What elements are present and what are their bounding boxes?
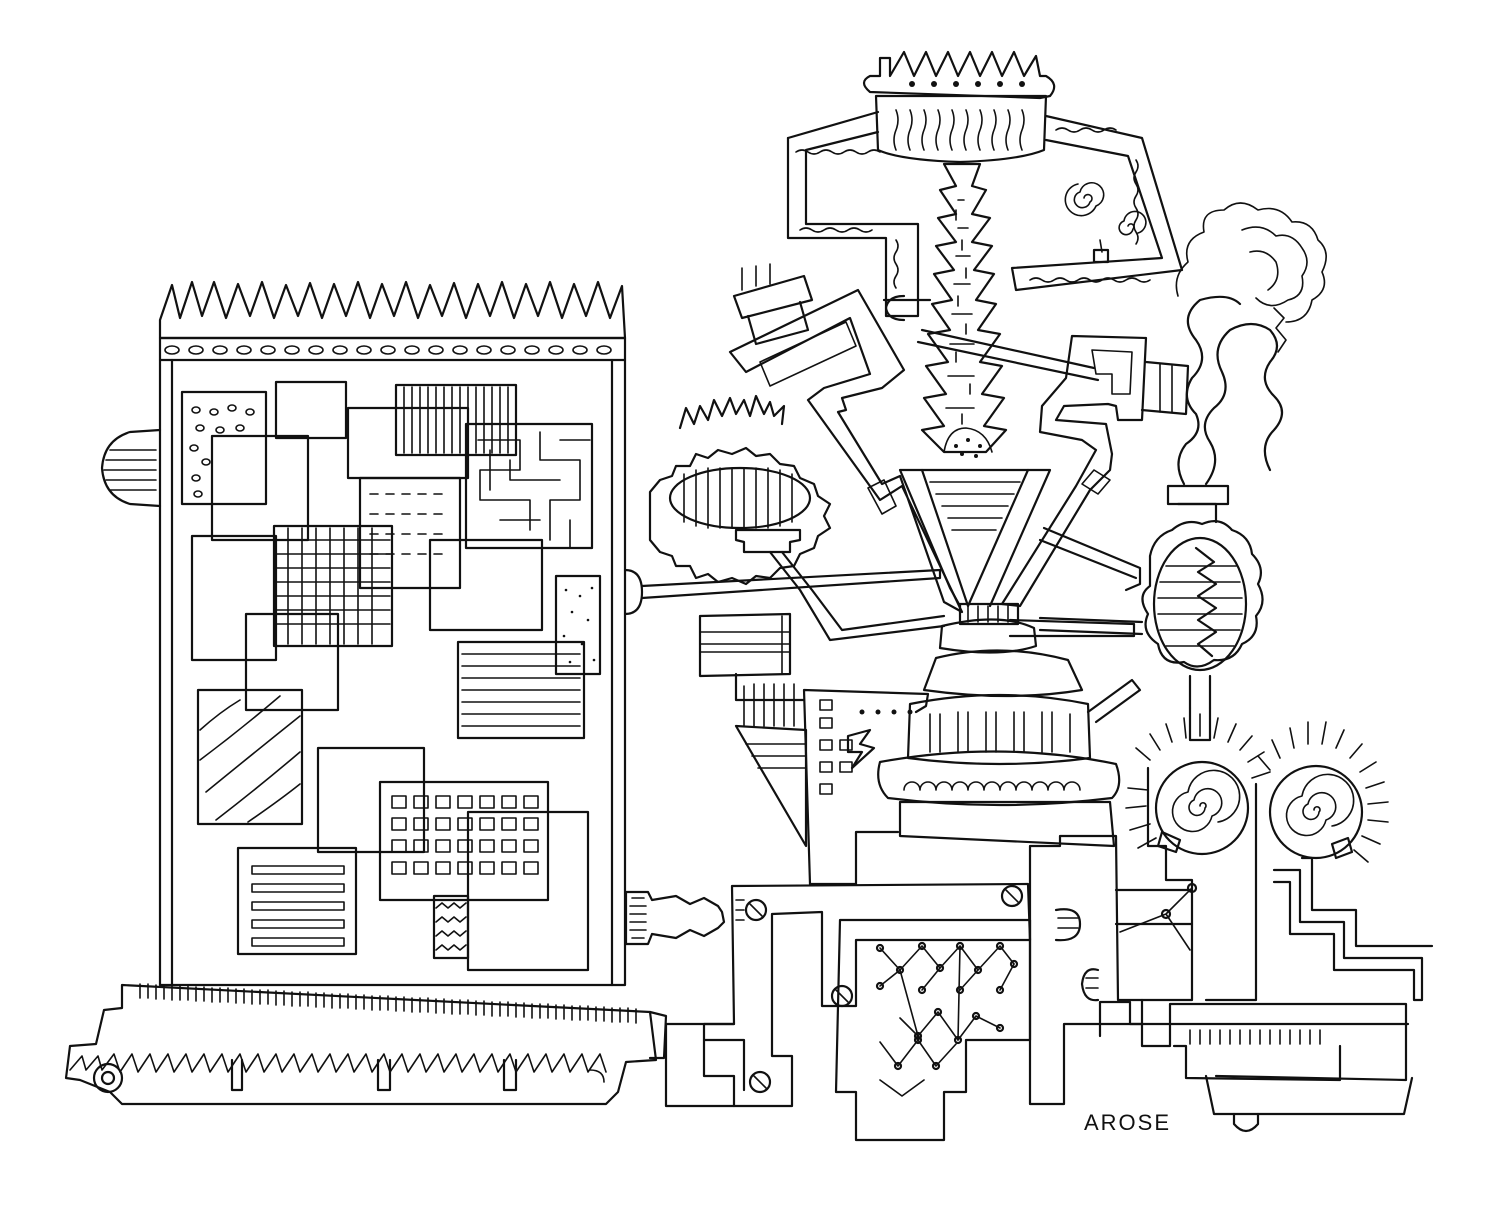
cabinet-bead-row	[164, 345, 612, 355]
collage-square-stipple	[554, 574, 602, 676]
collage-square-dots	[180, 390, 268, 506]
collage-square-wavy	[196, 688, 304, 826]
collage-square-vertical-stripes	[394, 383, 518, 457]
collage-square-horizontal-stripes	[456, 640, 586, 740]
cabinet-grass-fringe	[158, 280, 627, 340]
cabinet-side-knob	[623, 568, 942, 616]
collage-square-plain-h	[466, 810, 590, 972]
roof-spirals	[1064, 182, 1147, 253]
crown-cap	[862, 50, 1056, 164]
bellows-connector	[624, 890, 726, 946]
conveyor-base	[64, 983, 668, 1106]
arm-left-panel	[728, 263, 964, 614]
smoke-plume	[1175, 202, 1327, 486]
right-spiral-rosette	[1257, 721, 1389, 863]
cabinet-body	[158, 336, 627, 987]
flame-oval-burner	[648, 394, 946, 642]
lower-machine-right-block	[1028, 834, 1144, 1106]
collage-square-plain-b	[210, 434, 310, 542]
collage-square-plain-a	[274, 380, 348, 440]
cake-machine	[877, 602, 1142, 848]
zigzag-tree-column	[920, 162, 1008, 454]
left-spiral-rosette	[1125, 713, 1271, 856]
lower-right-piping	[1098, 766, 1434, 1133]
crossing-rods	[882, 294, 1142, 638]
artist-signature: AROSE	[1084, 1110, 1172, 1135]
cabinet-side-dome	[100, 428, 162, 508]
collage-square-plain-c	[346, 406, 470, 480]
cake-to-bulb-rod	[1038, 616, 1144, 636]
lower-machine-network-panel	[834, 918, 1032, 1142]
collage-square-plain-f	[244, 612, 340, 712]
right-bulb-valve	[1141, 484, 1264, 742]
collage-square-maze	[464, 422, 594, 550]
collage-square-plain-g	[316, 746, 426, 854]
collage-square-grid	[272, 524, 394, 648]
lower-machine-housing	[664, 882, 1032, 1108]
roof-frame	[786, 110, 1184, 318]
collage-square-small-windows	[378, 780, 550, 902]
collage-square-plain-d	[190, 534, 278, 662]
collage-square-dashes	[358, 476, 462, 590]
control-panel	[698, 612, 930, 886]
collage-square-zigzag	[432, 894, 470, 960]
collage-square-plain-e	[428, 538, 544, 632]
collage-square-bars	[236, 846, 358, 956]
